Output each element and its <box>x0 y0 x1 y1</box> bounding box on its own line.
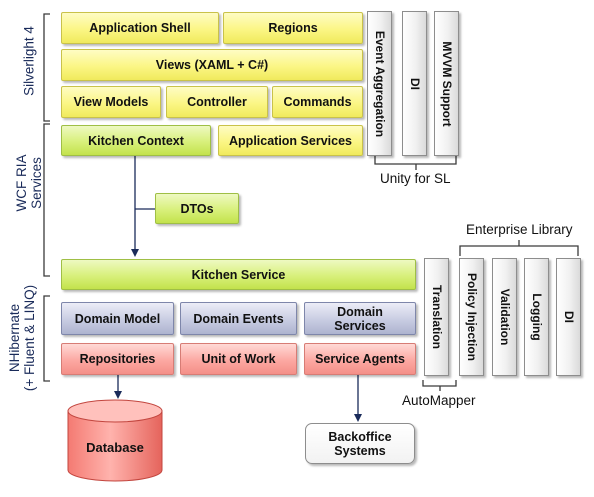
database-label: Database <box>86 440 144 455</box>
kitchen-service-label: Kitchen Service <box>191 267 286 282</box>
service-agents-box: Service Agents <box>304 343 416 375</box>
database-cylinder <box>67 399 163 482</box>
policy-injection-box: Policy Injection <box>459 258 484 376</box>
logging-label: Logging <box>529 293 544 341</box>
regions-box: Regions <box>223 12 363 44</box>
event-aggregation-label: Event Aggregation <box>372 30 387 137</box>
domain-model-box: Domain Model <box>61 302 174 335</box>
application-services-label: Application Services <box>229 133 352 148</box>
kitchen-service-box: Kitchen Service <box>61 259 416 290</box>
silverlight-layer-label: Silverlight 4 <box>21 26 37 96</box>
application-shell-label: Application Shell <box>89 21 191 35</box>
domain-services-label-line1: Domain <box>337 304 383 319</box>
unit-of-work-box: Unit of Work <box>180 343 297 375</box>
unit-of-work-label: Unit of Work <box>201 352 276 366</box>
backoffice-systems-box: Backoffice Systems <box>305 423 415 464</box>
translation-label: Translation <box>429 284 444 350</box>
validation-box: Validation <box>492 258 517 376</box>
enterprise-di-label: DI <box>561 311 576 323</box>
views-label: Views (XAML + C#) <box>155 58 269 72</box>
enterprise-library-bracket <box>459 240 579 256</box>
mvvm-support-box: MVVM Support <box>434 11 459 156</box>
views-box: Views (XAML + C#) <box>61 49 363 81</box>
backoffice-label-line2: Systems <box>334 443 386 458</box>
unity-di-box: DI <box>402 11 427 156</box>
event-aggregation-box: Event Aggregation <box>367 11 392 156</box>
kitchen-context-box: Kitchen Context <box>61 125 211 156</box>
unity-di-label: DI <box>407 77 422 90</box>
dtos-label: DTOs <box>180 201 214 216</box>
regions-label: Regions <box>268 21 318 35</box>
logging-box: Logging <box>524 258 549 376</box>
automapper-bracket <box>422 380 457 391</box>
controller-box: Controller <box>166 86 268 118</box>
commands-box: Commands <box>272 86 363 118</box>
commands-label: Commands <box>283 95 352 109</box>
automapper-caption: AutoMapper <box>402 393 476 408</box>
mvvm-support-label: MVVM Support <box>439 40 454 127</box>
nhibernate-bracket <box>43 295 50 382</box>
policy-injection-label: Policy Injection <box>464 272 479 362</box>
unity-for-sl-caption: Unity for SL <box>380 171 451 186</box>
application-services-box: Application Services <box>218 125 363 156</box>
enterprise-library-caption: Enterprise Library <box>466 222 573 237</box>
view-models-box: View Models <box>61 86 161 118</box>
service-agents-label: Service Agents <box>315 352 405 366</box>
repositories-label: Repositories <box>79 352 156 366</box>
kitchen-context-label: Kitchen Context <box>88 133 184 148</box>
repositories-box: Repositories <box>61 343 174 375</box>
view-models-label: View Models <box>73 95 149 109</box>
application-shell-box: Application Shell <box>61 12 219 44</box>
enterprise-di-box: DI <box>556 258 581 376</box>
domain-events-box: Domain Events <box>180 302 297 335</box>
dtos-box: DTOs <box>155 193 239 224</box>
domain-model-label: Domain Model <box>74 311 161 326</box>
nhibernate-layer-label: NHibernate (+ Fluent & LINQ) <box>7 284 37 392</box>
wcf-ria-layer-label: WCF RIA Services <box>14 154 44 212</box>
backoffice-label-line1: Backoffice <box>328 429 392 444</box>
validation-label: Validation <box>497 288 512 346</box>
translation-box: Translation <box>424 258 449 376</box>
silverlight-bracket <box>43 13 50 122</box>
domain-services-box: Domain Services <box>304 302 416 335</box>
unity-bracket <box>374 156 457 170</box>
domain-events-label: Domain Events <box>193 311 284 326</box>
wcf-ria-bracket <box>43 123 50 277</box>
domain-services-label-line2: Services <box>334 318 386 333</box>
controller-label: Controller <box>187 95 247 109</box>
